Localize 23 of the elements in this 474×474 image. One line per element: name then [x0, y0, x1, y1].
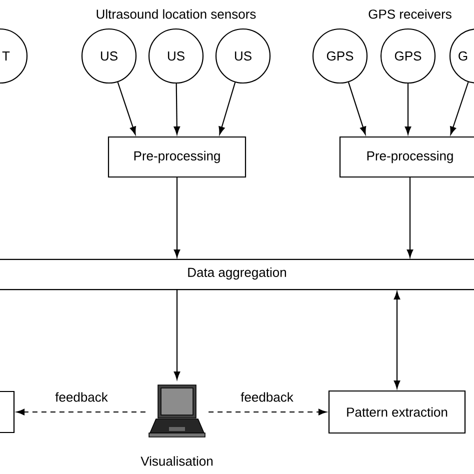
arrow — [117, 82, 136, 135]
arrow — [406, 178, 414, 258]
group-heading: Ultrasound location sensors — [96, 9, 256, 19]
arrow — [218, 82, 236, 135]
node-caption: Visualisation — [140, 456, 213, 466]
process-box: Pre-processing — [339, 136, 474, 178]
arrow — [16, 408, 146, 416]
process-box — [0, 390, 15, 434]
arrow — [208, 408, 327, 416]
edge-label: feedback — [54, 391, 109, 403]
process-box: Pattern extraction — [328, 390, 466, 434]
arrow — [394, 291, 400, 389]
arrow — [174, 290, 180, 380]
edge-label: feedback — [240, 391, 294, 403]
process-box: Pre-processing — [108, 136, 246, 178]
picture — [148, 384, 206, 438]
arrow — [174, 84, 180, 135]
arrow — [450, 82, 469, 135]
group-heading: GPS receivers — [368, 9, 452, 19]
aggregation-band: Data aggregation — [0, 258, 474, 290]
arrow — [174, 178, 180, 258]
arrow — [404, 84, 412, 135]
arrow — [348, 82, 366, 135]
